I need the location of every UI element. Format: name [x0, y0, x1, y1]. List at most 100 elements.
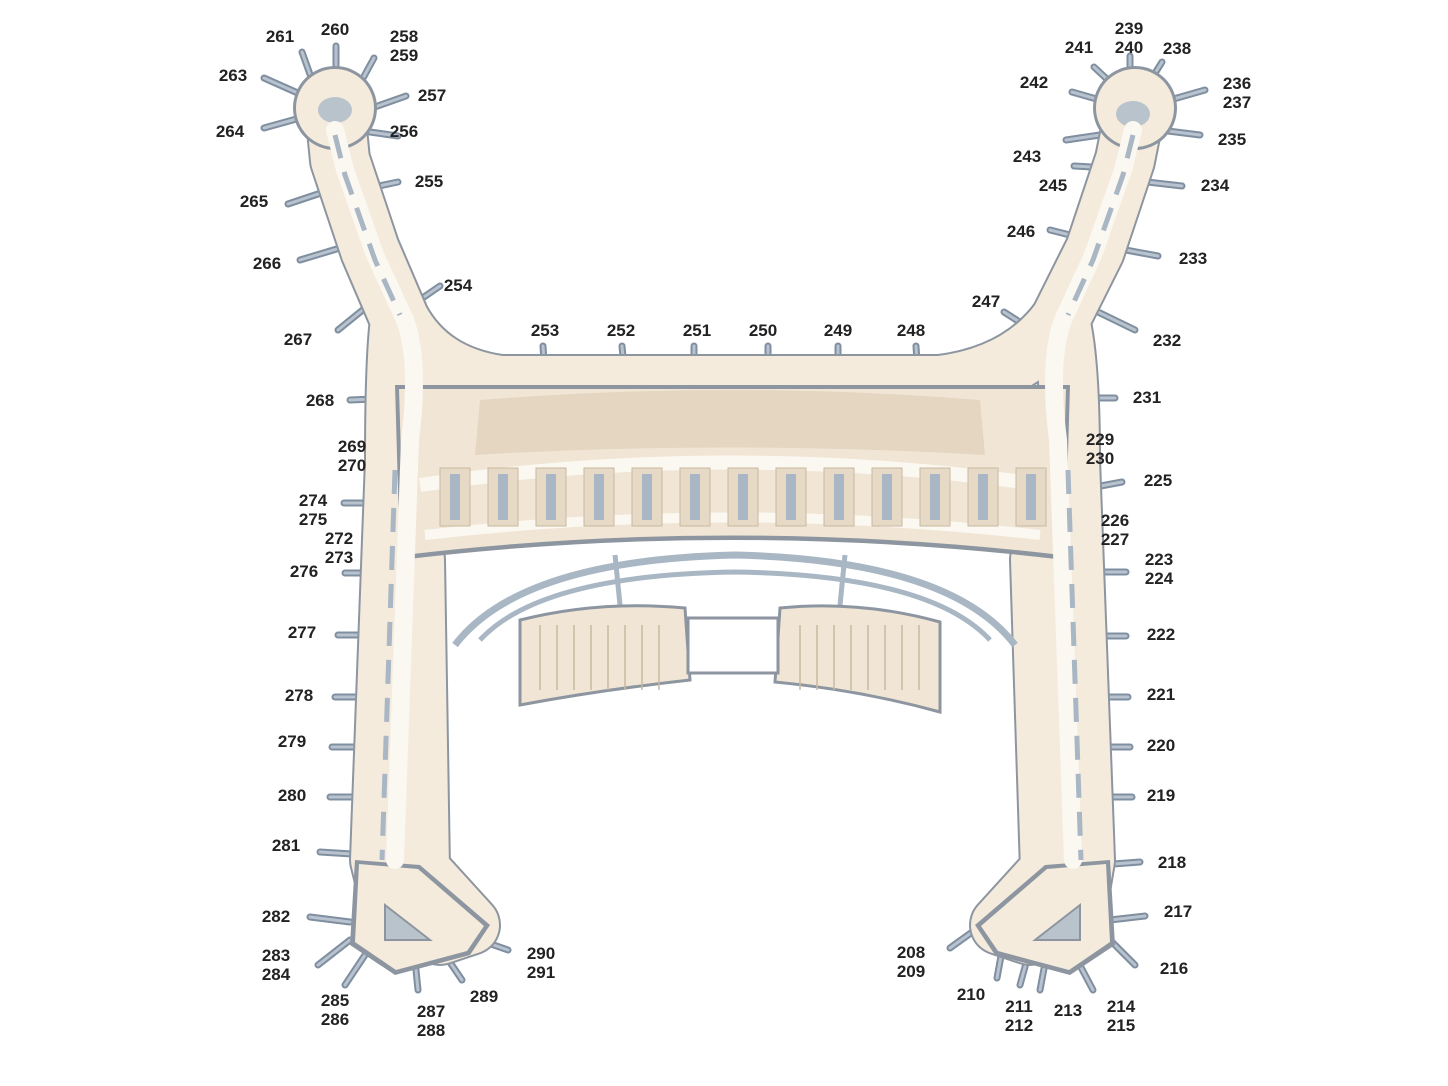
gate-label-246[interactable]: 246: [1007, 222, 1035, 241]
gate-label-260[interactable]: 260: [321, 20, 349, 39]
hall-bay-glass: [450, 474, 460, 520]
gate-label-257[interactable]: 257: [418, 86, 446, 105]
gate-label-235[interactable]: 235: [1218, 130, 1246, 149]
main-hall-bays: [439, 467, 1047, 527]
gate-label-247[interactable]: 247: [972, 292, 1000, 311]
gate-number-secondary: 209: [897, 962, 925, 981]
gate-label-232[interactable]: 232: [1153, 331, 1181, 350]
gate-number: 245: [1039, 176, 1067, 195]
hub-sw-core: [384, 902, 433, 941]
gate-label-248[interactable]: 248: [897, 321, 925, 340]
gate-label-256[interactable]: 256: [390, 122, 418, 141]
gate-label-249[interactable]: 249: [824, 321, 852, 340]
gate-label-213[interactable]: 213: [1054, 1001, 1082, 1020]
gate-label-276[interactable]: 276: [290, 562, 318, 581]
gate-number: 276: [290, 562, 318, 581]
gate-label-241[interactable]: 241: [1065, 38, 1093, 57]
gate-label-261[interactable]: 261: [266, 27, 294, 46]
gate-label-245[interactable]: 245: [1039, 176, 1067, 195]
gate-number: 261: [266, 27, 294, 46]
gate-label-263[interactable]: 263: [219, 66, 247, 85]
jetway-highlight-232: [1096, 310, 1137, 332]
gate-number: 281: [272, 836, 300, 855]
gate-number-secondary: 227: [1101, 530, 1129, 549]
hall-bay-glass: [1026, 474, 1036, 520]
gate-label-216[interactable]: 216: [1160, 959, 1188, 978]
gate-number: 222: [1147, 625, 1175, 644]
gate-label-238[interactable]: 238: [1163, 39, 1191, 58]
gate-label-210[interactable]: 210: [957, 985, 985, 1004]
main-hall-core: [475, 390, 985, 455]
jetway-highlight-258: [360, 56, 376, 82]
gate-label-225[interactable]: 225: [1144, 471, 1172, 490]
hub-nw-core: [318, 97, 352, 123]
gate-label-251[interactable]: 251: [683, 321, 711, 340]
gate-label-218[interactable]: 218: [1158, 853, 1186, 872]
gate-label-264[interactable]: 264: [216, 122, 245, 141]
gate-label-220[interactable]: 220: [1147, 736, 1175, 755]
gate-label-279[interactable]: 279: [278, 732, 306, 751]
gate-number: 211: [1005, 997, 1032, 1016]
gate-label-280[interactable]: 280: [278, 786, 306, 805]
gate-label-253[interactable]: 253: [531, 321, 559, 340]
gate-label-281[interactable]: 281: [272, 836, 300, 855]
gate-number: 269: [338, 437, 366, 456]
gate-label-219[interactable]: 219: [1147, 786, 1175, 805]
gate-label-277[interactable]: 277: [288, 623, 316, 642]
gate-label-242[interactable]: 242: [1020, 73, 1048, 92]
gate-label-231[interactable]: 231: [1133, 388, 1161, 407]
gate-number: 283: [262, 946, 290, 965]
gate-label-278[interactable]: 278: [285, 686, 313, 705]
gate-label-252[interactable]: 252: [607, 321, 635, 340]
hall-bay-glass: [642, 474, 652, 520]
jetway-highlight-264: [262, 116, 302, 130]
jetway-highlight-283: [316, 938, 352, 967]
hub-se-core: [1032, 902, 1081, 941]
hall-bay-glass: [930, 474, 940, 520]
gate-label-233[interactable]: 233: [1179, 249, 1207, 268]
gate-label-217[interactable]: 217: [1164, 902, 1192, 921]
gate-label-255[interactable]: 255: [415, 172, 443, 191]
gate-label-282[interactable]: 282: [262, 907, 290, 926]
hall-bay-glass: [498, 474, 508, 520]
gate-label-267[interactable]: 267: [284, 330, 312, 349]
gate-label-243[interactable]: 243: [1013, 147, 1041, 166]
gate-label-254[interactable]: 254: [444, 276, 473, 295]
gate-label-250[interactable]: 250: [749, 321, 777, 340]
gate-number: 229: [1086, 430, 1114, 449]
gate-label-266[interactable]: 266: [253, 254, 281, 273]
gate-number: 234: [1201, 176, 1230, 195]
gate-label-289[interactable]: 289: [470, 987, 498, 1006]
hub-sw-floor: [355, 864, 484, 970]
gate-number: 219: [1147, 786, 1175, 805]
gate-label-268[interactable]: 268: [306, 391, 334, 410]
gate-label-265[interactable]: 265: [240, 192, 268, 211]
gate-number: 214: [1107, 997, 1136, 1016]
gate-number-secondary: 275: [299, 510, 327, 529]
gate-label-234[interactable]: 234: [1201, 176, 1230, 195]
gate-number: 257: [418, 86, 446, 105]
gate-number: 266: [253, 254, 281, 273]
ramp-connector-left: [612, 554, 623, 606]
landside-bays: [539, 625, 920, 690]
gate-number-secondary: 273: [325, 548, 353, 567]
gate-label-221[interactable]: 221: [1147, 685, 1175, 704]
gate-number: 236: [1223, 74, 1251, 93]
gate-label-222[interactable]: 222: [1147, 625, 1175, 644]
